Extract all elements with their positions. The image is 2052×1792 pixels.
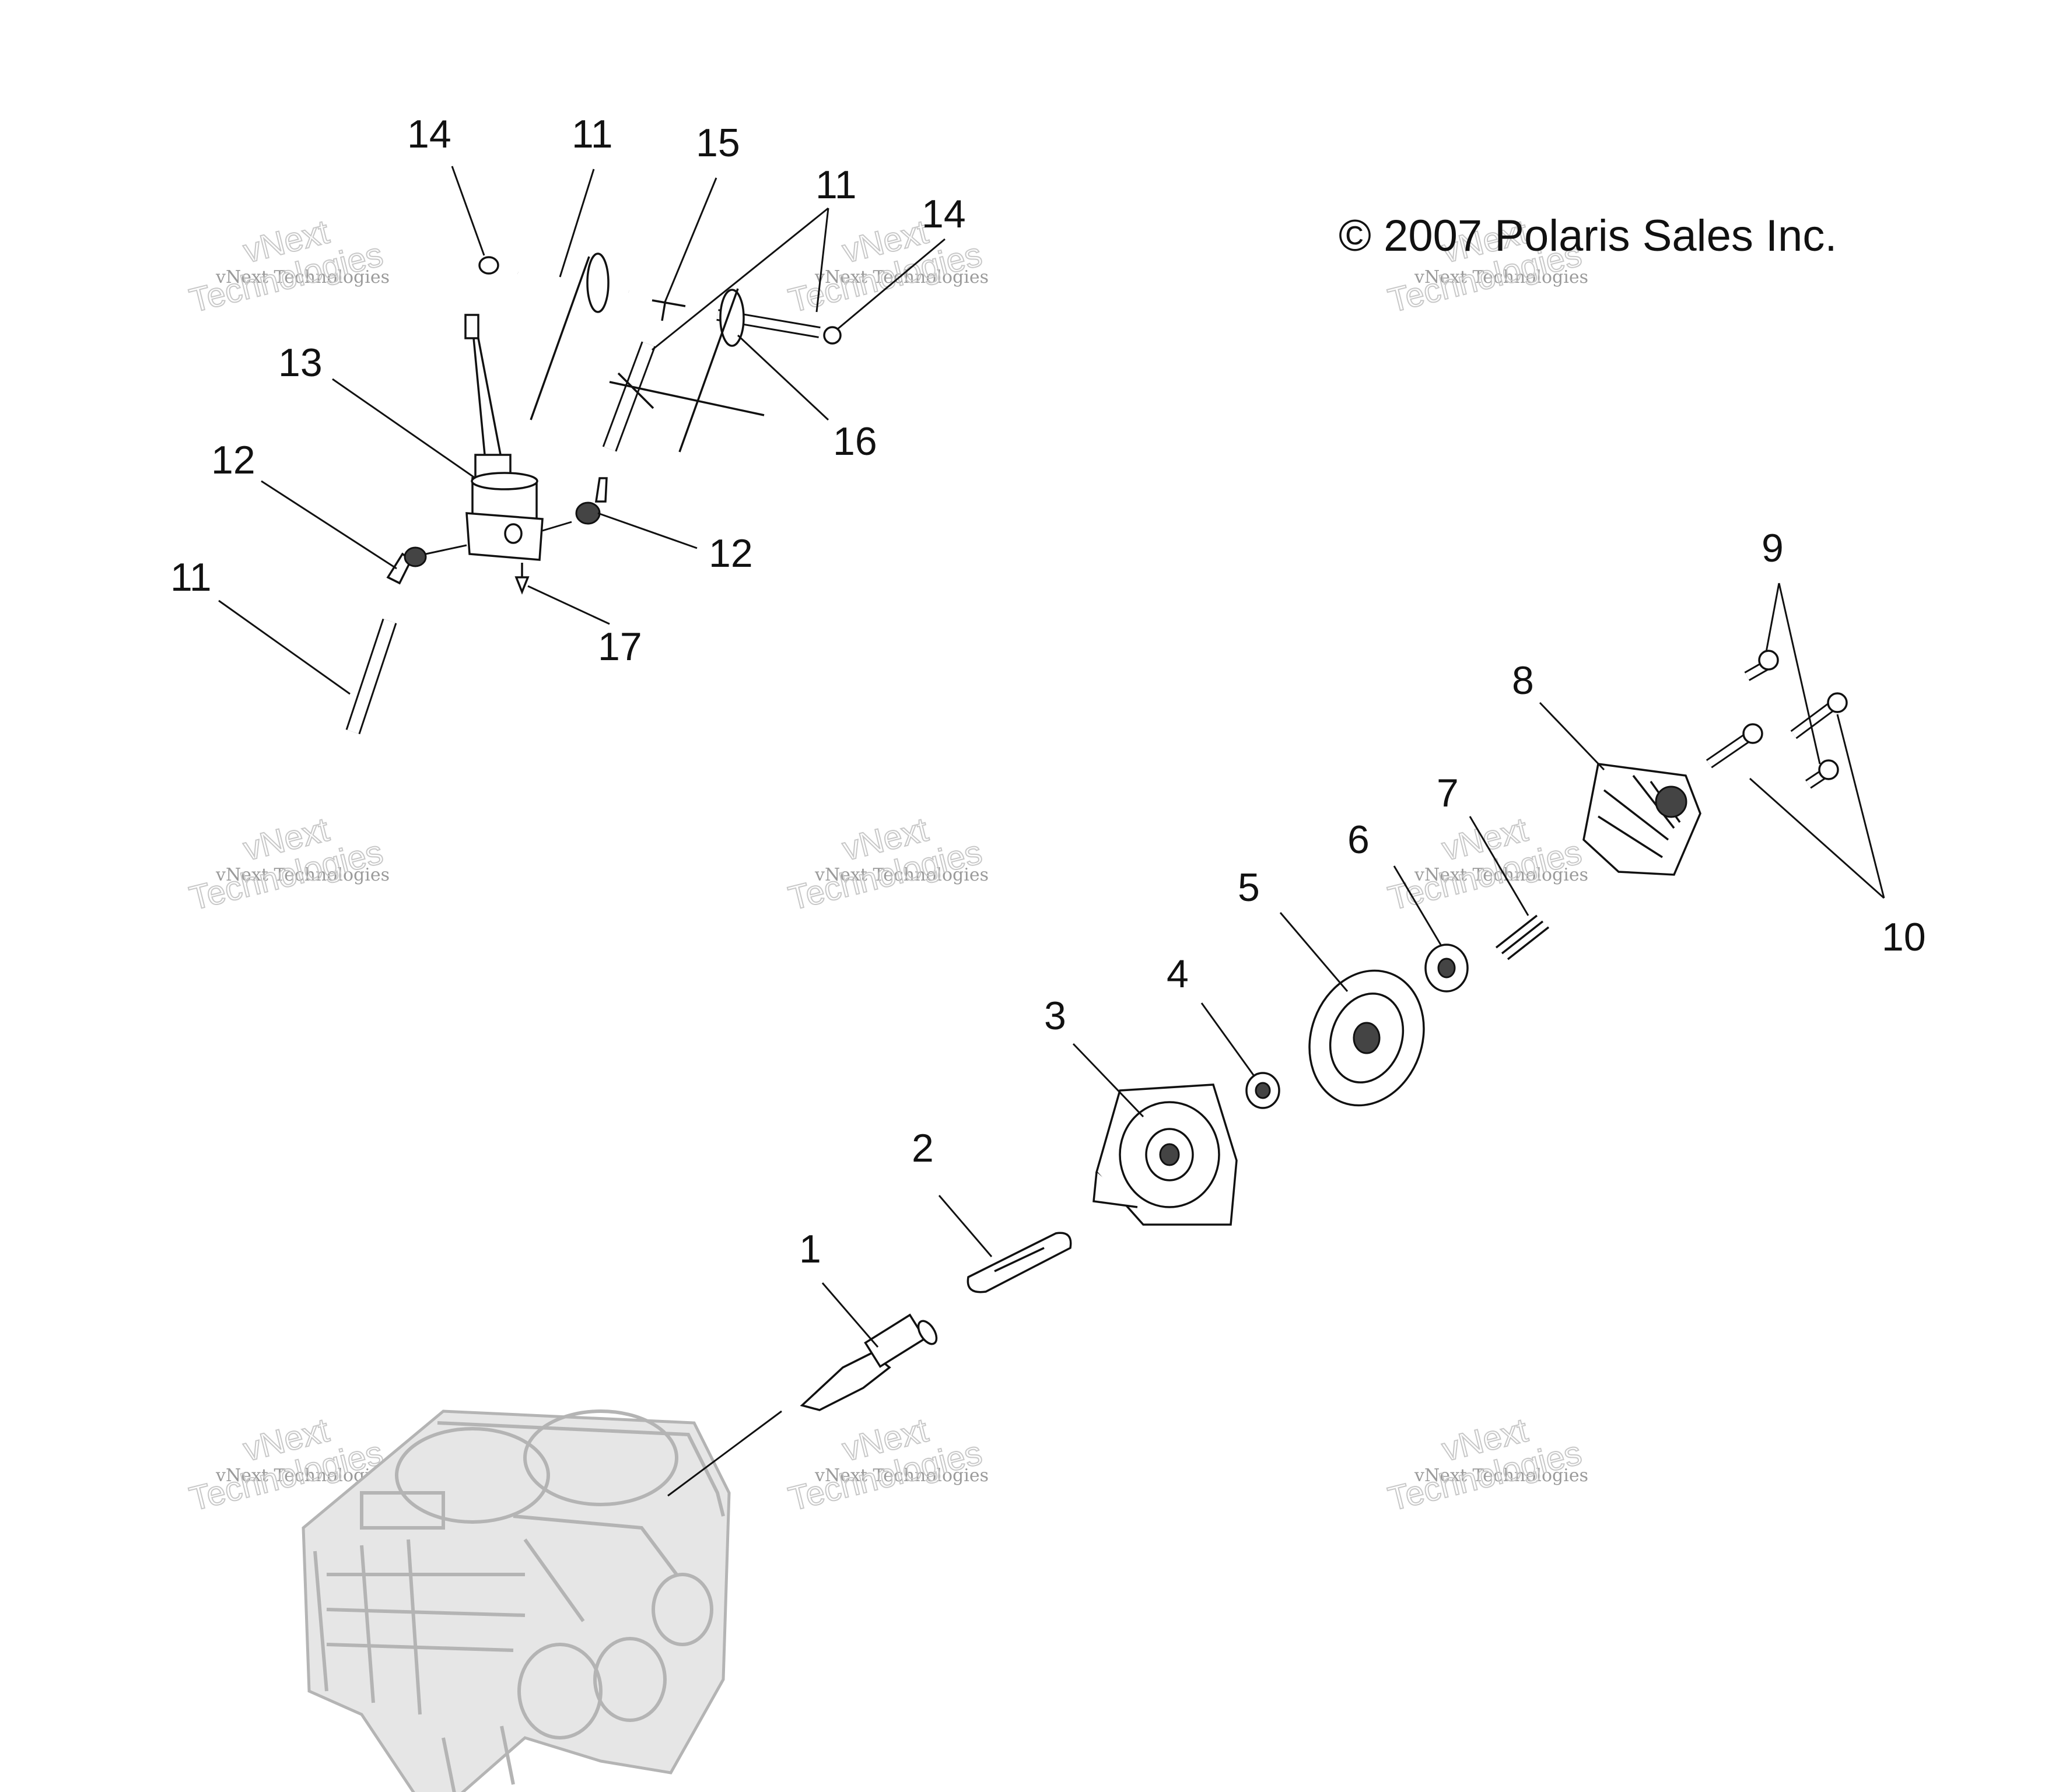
callout-10: 10: [1882, 915, 1926, 959]
callout-11-top: 11: [572, 112, 613, 156]
part-2-gasket: [967, 1232, 1072, 1293]
watermark: vNext Technologies vNext Technologies: [785, 810, 989, 918]
pump-assembly: [800, 650, 1848, 1411]
callout-1: 1: [799, 1227, 821, 1271]
callout-16: 16: [833, 419, 877, 464]
callout-4: 4: [1167, 952, 1189, 996]
watermark: vNext Technologies vNext Technologies: [785, 212, 989, 321]
watermark: vNext Technologies vNext Technologies: [1384, 1411, 1588, 1519]
callout-13: 13: [278, 341, 323, 385]
watermark-text: vNext Technologies: [215, 865, 390, 885]
callout-9: 9: [1762, 526, 1784, 570]
cap-14-right: [823, 326, 842, 345]
callout-12-left: 12: [211, 438, 255, 482]
watermark-text: vNext Technologies: [814, 865, 989, 885]
part-1-valve: [800, 1351, 891, 1411]
callout-5: 5: [1238, 865, 1260, 910]
callout-labels: 14 11 15 11 14 13 16 12 12 11 17 9 8 7 6…: [170, 112, 1926, 1271]
cap-14-left: [478, 256, 499, 275]
callout-15: 15: [696, 121, 740, 165]
callout-6: 6: [1347, 818, 1370, 862]
watermark-text: vNext Technologies: [1414, 1465, 1588, 1486]
watermark: vNext Technologies vNext Technologies: [1384, 810, 1588, 918]
callout-2: 2: [912, 1126, 934, 1170]
callout-14-right: 14: [922, 192, 966, 236]
callout-14-left: 14: [407, 112, 451, 156]
leader-lines: [218, 166, 1885, 1497]
callout-12-right: 12: [709, 531, 753, 576]
watermarks: vNext Technologies vNext Technologies vN…: [185, 212, 1588, 1519]
callout-11-bottom: 11: [170, 555, 212, 599]
watermark-text: vNext Technologies: [814, 267, 989, 287]
callout-8: 8: [1512, 658, 1534, 703]
watermark: vNext Technologies vNext Technologies: [185, 212, 390, 321]
part-7-spring: [1495, 914, 1550, 960]
engine-block-ghost: [302, 1409, 731, 1792]
callout-11-right: 11: [815, 163, 857, 207]
watermark-text: vNext Technologies: [1414, 267, 1588, 287]
callout-7: 7: [1437, 771, 1459, 815]
copyright-notice: © 2007 Polaris Sales Inc.: [1339, 211, 1837, 261]
watermark: vNext Technologies vNext Technologies: [785, 1411, 989, 1519]
watermark: vNext Technologies vNext Technologies: [185, 810, 390, 918]
watermark-text: vNext Technologies: [215, 267, 390, 287]
callout-3: 3: [1044, 994, 1066, 1038]
callout-17: 17: [598, 625, 642, 669]
solenoid-assembly: [345, 253, 842, 735]
bolts: [1706, 650, 1848, 789]
watermark-text: vNext Technologies: [814, 1465, 989, 1486]
